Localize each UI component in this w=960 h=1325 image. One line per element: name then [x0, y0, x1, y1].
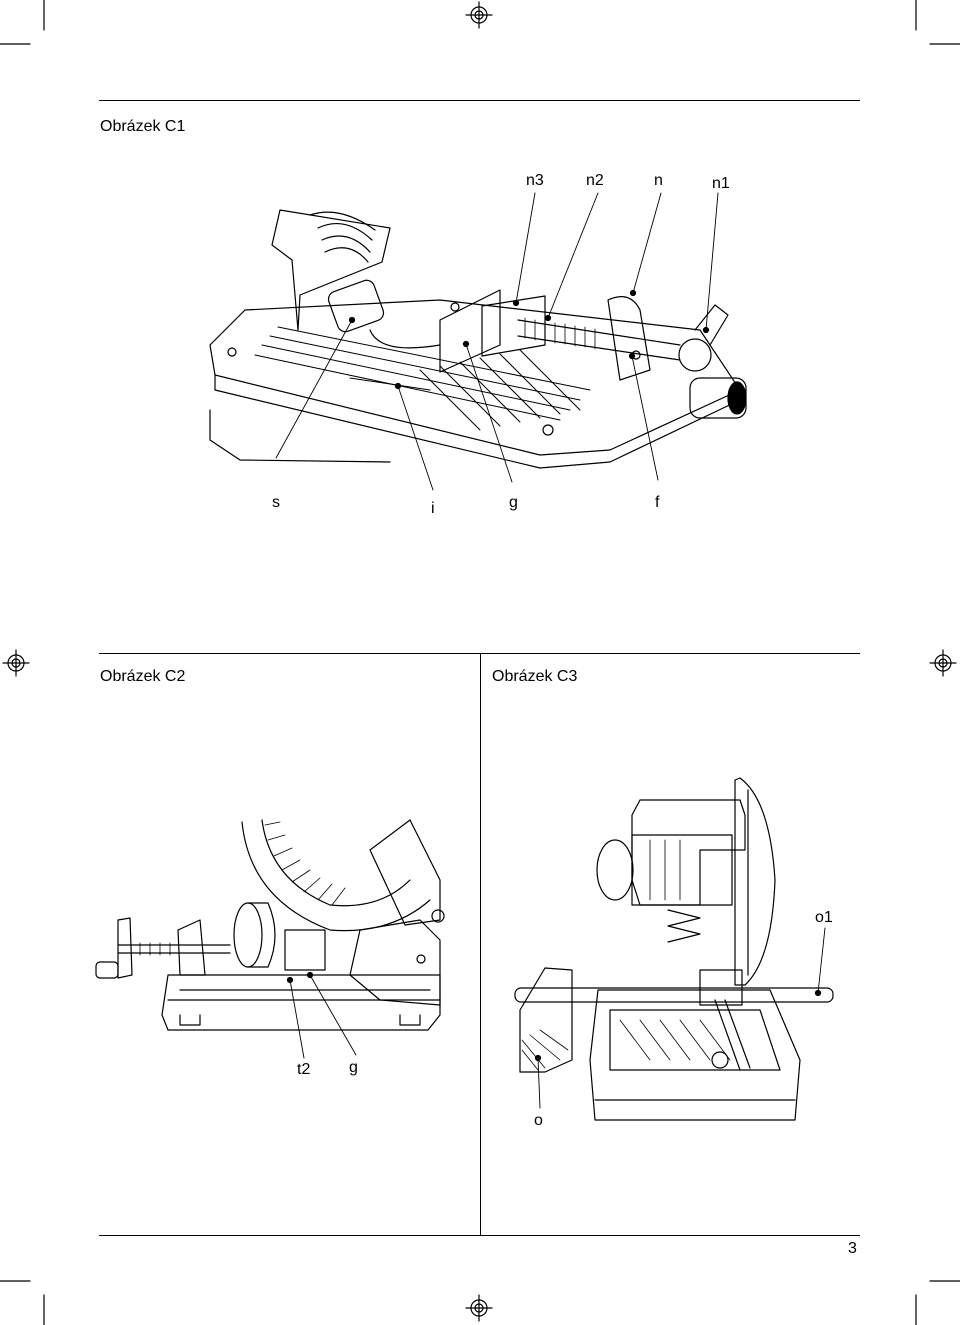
c1-label-n2: n2 [586, 172, 604, 189]
c1-label-f: f [655, 494, 660, 511]
middle-rule [99, 653, 860, 654]
c1-label-n1: n1 [712, 175, 730, 192]
top-rule [99, 100, 860, 101]
column-divider [480, 653, 481, 1235]
figure-c3-title: Obrázek C3 [492, 668, 578, 685]
c3-label-o1: o1 [815, 909, 833, 926]
figure-c1-drawing [209, 192, 747, 491]
c2-label-t2: t2 [297, 1061, 311, 1078]
c3-label-o: o [534, 1112, 543, 1129]
figure-c3-drawing [514, 777, 834, 1121]
c1-label-i: i [431, 500, 435, 517]
c1-label-g: g [509, 494, 518, 511]
c1-label-n: n [654, 172, 663, 189]
c2-label-g: g [349, 1059, 358, 1076]
figure-c1-title: Obrázek C1 [100, 118, 186, 135]
c1-label-n3: n3 [526, 172, 544, 189]
page-number: 3 [848, 1240, 857, 1257]
figure-c2-drawing [95, 819, 445, 1059]
c1-label-s: s [272, 494, 280, 511]
figure-c2-title: Obrázek C2 [100, 668, 186, 685]
bottom-rule [99, 1235, 860, 1236]
